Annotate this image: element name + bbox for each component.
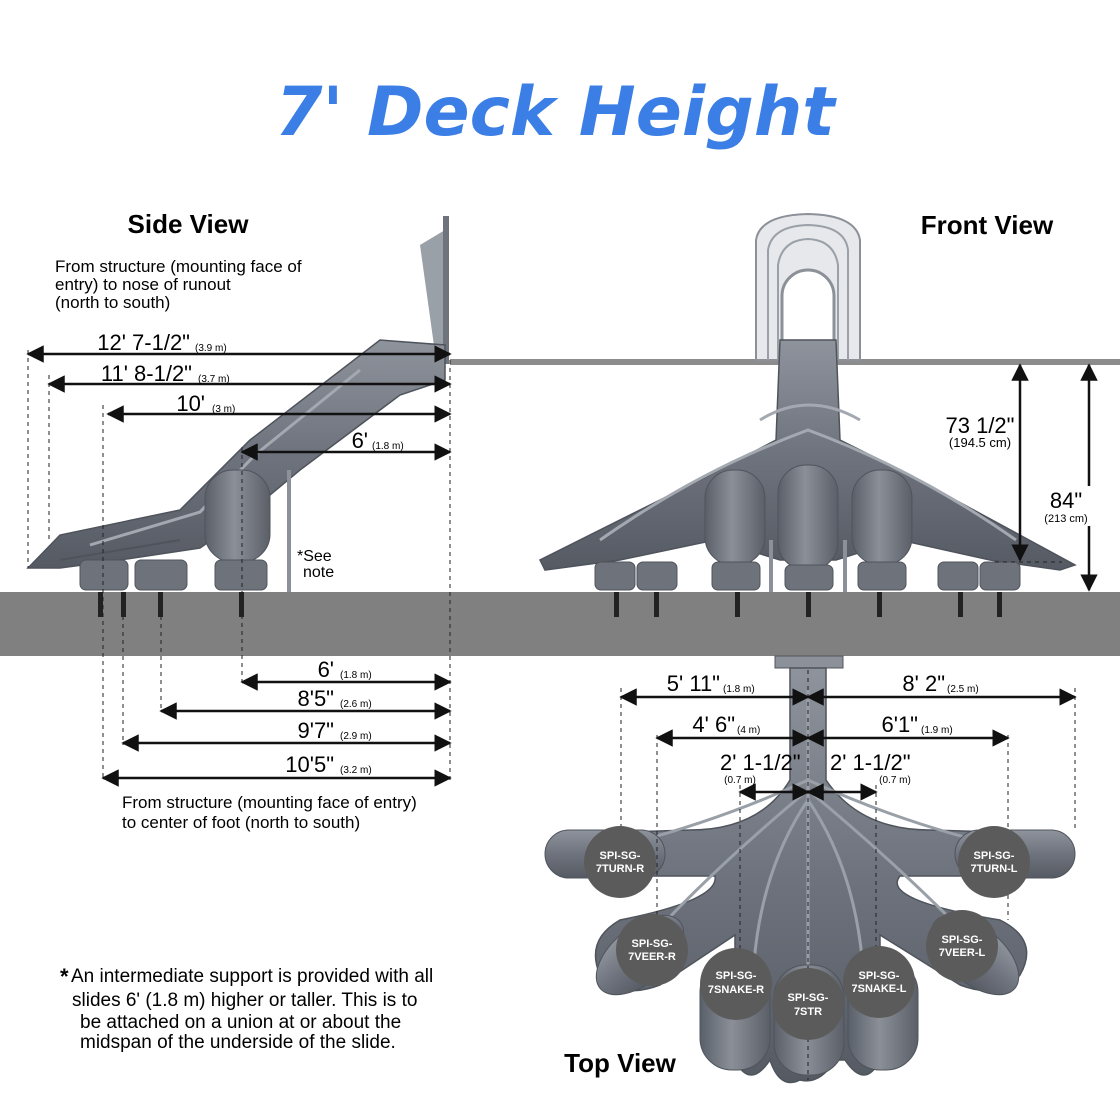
dim-metric: (2.9 m): [340, 731, 372, 742]
dim-label: 84": [1050, 488, 1082, 513]
ground-band: [0, 592, 1120, 656]
model-badge: SPI-SG- 7VEER-R: [616, 914, 688, 986]
dim-label: 6': [352, 428, 368, 453]
side-top-note-line: From structure (mounting face of: [55, 257, 302, 276]
front-view: Front View: [538, 210, 1116, 617]
dim-label: 4' 6": [692, 712, 735, 737]
footnote-line: An intermediate support is provided with…: [71, 966, 433, 987]
dim-label: 8' 2": [902, 671, 945, 696]
dim-label: 11' 8-1/2": [101, 361, 192, 386]
svg-text:SPI-SG-: SPI-SG-: [859, 970, 900, 982]
dim-metric: (2.5 m): [947, 684, 979, 695]
dim-metric: (2.6 m): [340, 699, 372, 710]
svg-text:7VEER-L: 7VEER-L: [939, 947, 986, 959]
dim-metric: (0.7 m): [724, 775, 756, 786]
dim-metric: (3.7 m): [198, 374, 230, 385]
svg-text:7SNAKE-L: 7SNAKE-L: [851, 983, 906, 995]
dim-metric: (3 m): [212, 404, 235, 415]
footnote-line: midspan of the underside of the slide.: [80, 1032, 396, 1053]
dim-metric: (4 m): [737, 725, 760, 736]
model-badge: SPI-SG- 7SNAKE-L: [843, 946, 915, 1018]
model-badge: SPI-SG- 7VEER-L: [926, 910, 998, 982]
page-title: 7' Deck Height: [275, 73, 837, 152]
front-view-label: Front View: [921, 210, 1054, 240]
side-bottom-note-line: to center of foot (north to south): [122, 813, 360, 832]
front-slide-illustration: [538, 212, 1077, 617]
top-view: Top View: [544, 655, 1077, 1084]
dim-label: 10'5": [285, 752, 334, 777]
model-badge: SPI-SG- 7TURN-R: [584, 826, 656, 898]
model-badge: SPI-SG- 7STR: [772, 968, 844, 1040]
svg-text:7VEER-R: 7VEER-R: [628, 951, 676, 963]
dim-label: 5' 11": [667, 671, 720, 696]
svg-text:SPI-SG-: SPI-SG-: [632, 938, 673, 950]
dim-metric: (3.9 m): [195, 343, 227, 354]
svg-text:7TURN-L: 7TURN-L: [970, 863, 1017, 875]
side-top-note-line: entry) to nose of runout: [55, 275, 231, 294]
dim-metric: (0.7 m): [879, 775, 911, 786]
dim-label: 6': [318, 657, 334, 682]
dim-label: 9'7": [298, 718, 334, 743]
dim-metric: (194.5 cm): [949, 435, 1011, 450]
dim-label: 12' 7-1/2": [97, 330, 190, 355]
side-bottom-note-line: From structure (mounting face of entry): [122, 793, 417, 812]
dim-label: 2' 1-1/2": [720, 750, 801, 775]
dim-metric: (1.8 m): [372, 441, 404, 452]
svg-text:7STR: 7STR: [794, 1006, 822, 1018]
footnote-line: slides 6' (1.8 m) higher or taller. This…: [72, 990, 417, 1011]
svg-text:SPI-SG-: SPI-SG-: [974, 850, 1015, 862]
svg-text:SPI-SG-: SPI-SG-: [788, 992, 829, 1004]
dim-metric: (1.9 m): [921, 725, 953, 736]
dim-label: 73 1/2": [946, 413, 1015, 438]
svg-text:SPI-SG-: SPI-SG-: [716, 970, 757, 982]
model-badge: SPI-SG- 7TURN-L: [958, 826, 1030, 898]
svg-text:7TURN-R: 7TURN-R: [596, 863, 644, 875]
model-badge: SPI-SG- 7SNAKE-R: [700, 948, 772, 1020]
svg-text:7SNAKE-R: 7SNAKE-R: [708, 984, 764, 996]
dim-label: 10': [176, 391, 205, 416]
footnote: * An intermediate support is provided wi…: [60, 964, 433, 1053]
dim-label: 2' 1-1/2": [830, 750, 911, 775]
dim-label: 8'5": [298, 686, 334, 711]
see-note-label: note: [303, 564, 334, 581]
dim-metric: (3.2 m): [340, 765, 372, 776]
svg-text:SPI-SG-: SPI-SG-: [600, 850, 641, 862]
dim-metric: (1.8 m): [340, 670, 372, 681]
dim-metric: (213 cm): [1044, 513, 1087, 525]
dim-label: 6'1": [882, 712, 918, 737]
footnote-marker: *: [60, 964, 69, 989]
dim-metric: (1.8 m): [723, 684, 755, 695]
footnote-line: be attached on a union at or about the: [80, 1012, 401, 1033]
see-note-label: *See: [297, 548, 332, 565]
svg-text:SPI-SG-: SPI-SG-: [942, 934, 983, 946]
side-view-label: Side View: [128, 209, 250, 239]
top-view-label: Top View: [564, 1048, 676, 1078]
side-view: Side View From structure (mounting face …: [26, 209, 452, 832]
side-top-note-line: (north to south): [55, 293, 170, 312]
